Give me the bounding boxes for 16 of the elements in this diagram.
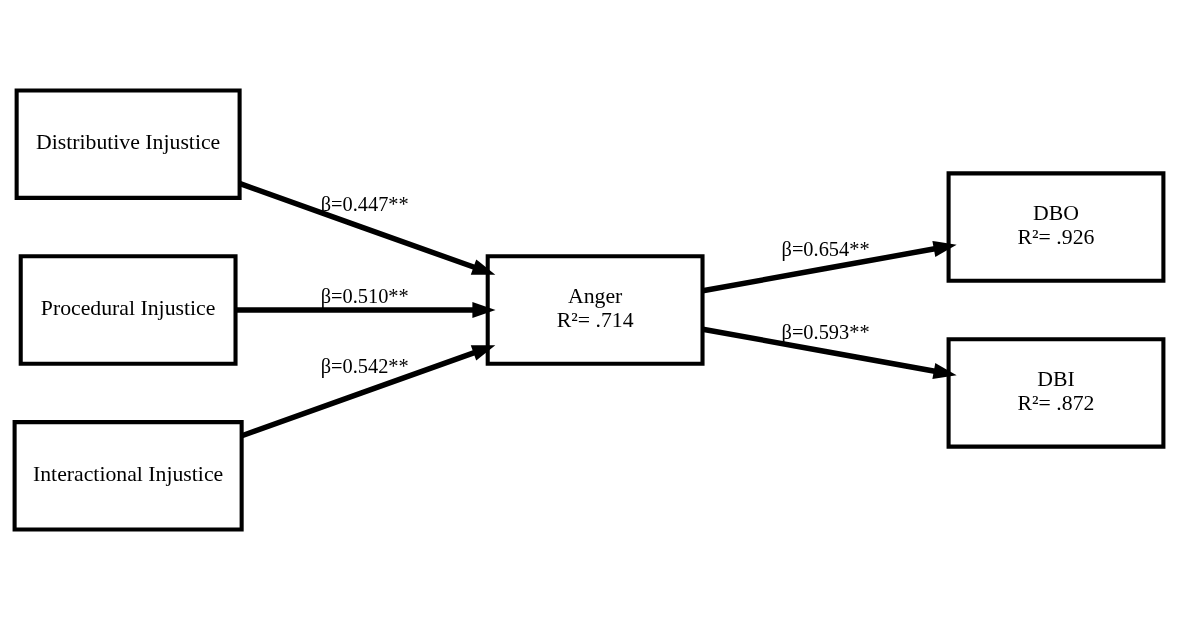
arrow: [239, 181, 496, 275]
edge-label: β=0.542**: [320, 354, 409, 377]
edge-label: β=0.593**: [781, 320, 870, 343]
node-box: Interactional Injustice: [12, 420, 244, 532]
edge-label: β=0.654**: [781, 237, 870, 260]
arrow: [240, 345, 496, 439]
node-box: Procedural Injustice: [18, 254, 238, 366]
node-box: Anger R²= .714: [485, 254, 705, 366]
edge-label: β=0.447**: [320, 192, 409, 215]
arrow: [236, 301, 496, 319]
arrow: [702, 240, 957, 294]
edge-label: β=0.510**: [320, 285, 409, 308]
arrow: [702, 326, 957, 380]
node-box: Distributive Injustice: [14, 88, 242, 200]
node-box: DBO R²= .926: [946, 171, 1166, 283]
node-box: DBI R²= .872: [946, 337, 1166, 449]
